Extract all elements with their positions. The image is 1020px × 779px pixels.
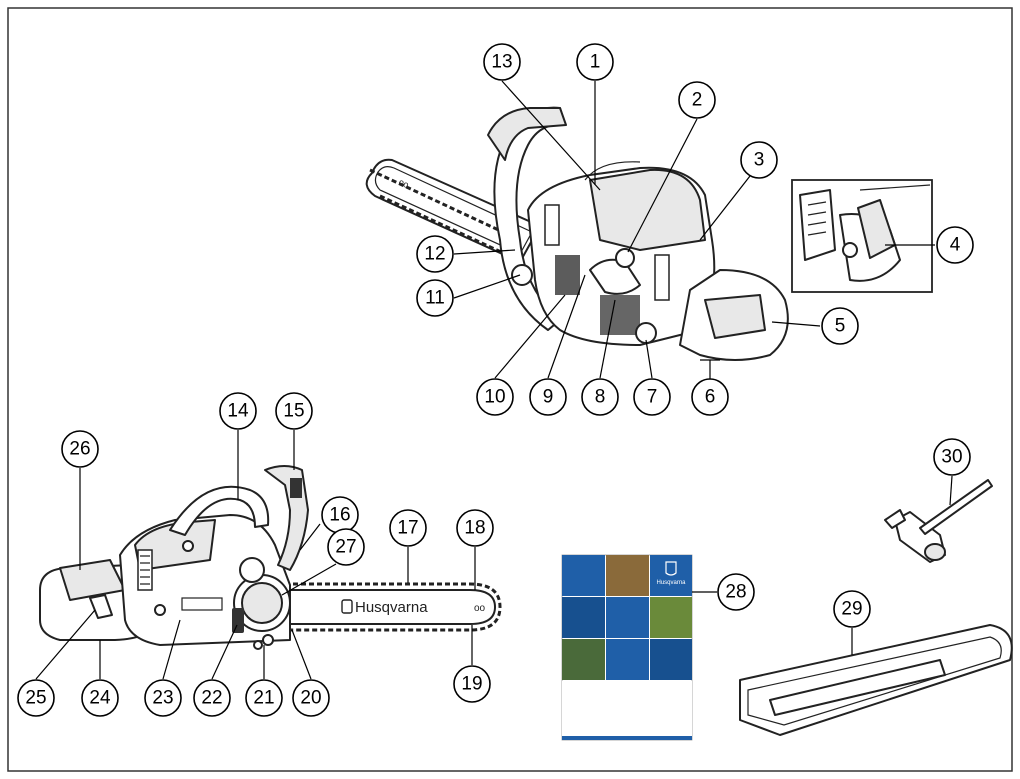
svg-text:11: 11 (425, 288, 445, 309)
chainsaw-top-view: oo (365, 106, 789, 361)
svg-text:27: 27 (335, 537, 356, 558)
side-guide-bar (284, 589, 496, 625)
callout-11: 11 (416, 279, 454, 317)
callout-9: 9 (529, 378, 567, 416)
svg-text:22: 22 (201, 688, 222, 709)
callout-30: 30 (933, 438, 971, 476)
svg-text:9: 9 (543, 387, 554, 408)
callout-13: 13 (483, 43, 521, 81)
top-choke-knob (615, 248, 635, 268)
svg-text:20: 20 (300, 688, 321, 709)
callout-27: 27 (327, 528, 365, 566)
svg-text:4: 4 (950, 235, 961, 256)
svg-text:2: 2 (692, 90, 703, 111)
callout-18: 18 (456, 509, 494, 547)
callout-24: 24 (81, 679, 119, 717)
callout-17: 17 (389, 509, 427, 547)
svg-text:3: 3 (754, 150, 765, 171)
diagram-frame (7, 7, 1013, 772)
svg-text:1: 1 (590, 52, 601, 73)
callout-16: 16 (321, 496, 359, 534)
top-cylinder-cover (589, 168, 706, 251)
svg-text:30: 30 (941, 447, 962, 468)
svg-text:28: 28 (725, 582, 746, 603)
leader-lines (35, 80, 953, 680)
callout-14: 14 (219, 392, 257, 430)
combination-spanner (884, 479, 993, 563)
svg-text:5: 5 (835, 316, 846, 337)
bar-guard (739, 624, 1013, 736)
callout-15: 15 (275, 392, 313, 430)
callout-23: 23 (144, 679, 182, 717)
svg-text:18: 18 (464, 518, 485, 539)
svg-text:8: 8 (595, 387, 606, 408)
svg-text:24: 24 (89, 688, 111, 709)
inset-detail-box (791, 179, 933, 293)
side-cylinder-cover (134, 519, 216, 571)
top-guide-bar: oo (365, 158, 541, 265)
callout-6: 6 (691, 378, 729, 416)
svg-text:25: 25 (25, 688, 46, 709)
svg-text:6: 6 (705, 387, 716, 408)
callout-21: 21 (245, 679, 283, 717)
callout-28: 28 (717, 573, 755, 611)
top-chain-brake (487, 107, 567, 161)
callout-8: 8 (581, 378, 619, 416)
callout-3: 3 (740, 141, 778, 179)
callout-22: 22 (193, 679, 231, 717)
svg-text:17: 17 (397, 518, 418, 539)
svg-text:10: 10 (484, 387, 505, 408)
svg-text:23: 23 (152, 688, 173, 709)
svg-text:oo: oo (474, 603, 486, 614)
callout-26: 26 (61, 430, 99, 468)
svg-text:29: 29 (841, 599, 862, 620)
top-starter-handle (589, 258, 641, 295)
svg-text:15: 15 (283, 401, 304, 422)
callout-1: 1 (576, 43, 614, 81)
svg-text:16: 16 (329, 505, 350, 526)
svg-text:21: 21 (253, 688, 274, 709)
chainsaw-side-view: Husqvarna oo (39, 465, 502, 650)
callout-12: 12 (416, 235, 454, 273)
top-oil-cap (511, 264, 533, 286)
top-cooling-fins (544, 204, 670, 335)
callout-10: 10 (476, 378, 514, 416)
top-throttle-trigger (704, 294, 766, 339)
callout-4: 4 (936, 226, 974, 264)
svg-text:13: 13 (491, 52, 512, 73)
callout-7: 7 (633, 378, 671, 416)
callout-19: 19 (453, 665, 491, 703)
svg-text:7: 7 (647, 387, 658, 408)
svg-text:26: 26 (69, 439, 90, 460)
operators-manual: Husqvarna (561, 554, 693, 741)
callout-20: 20 (292, 679, 330, 717)
callout-29: 29 (833, 590, 871, 628)
manual-brand: Husqvarna (656, 580, 686, 586)
callout-2: 2 (678, 81, 716, 119)
svg-text:12: 12 (424, 244, 445, 265)
svg-text:oo: oo (397, 177, 410, 190)
callout-5: 5 (821, 307, 859, 345)
side-front-handle (169, 485, 270, 536)
callout-25: 25 (17, 679, 55, 717)
bar-brand-label: Husqvarna (355, 599, 428, 616)
side-throttle-trigger (89, 594, 113, 619)
svg-text:14: 14 (227, 401, 249, 422)
svg-text:19: 19 (461, 674, 482, 695)
